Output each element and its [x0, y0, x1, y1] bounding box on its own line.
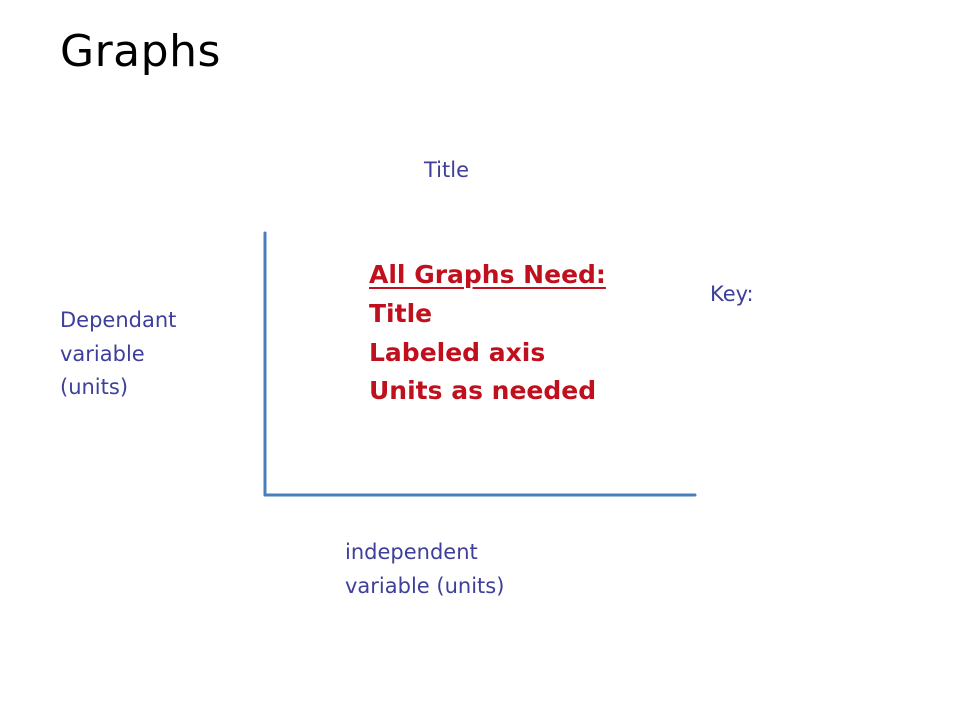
y-axis-label-line: (units): [60, 375, 129, 400]
x-axis-label-line: variable (units): [345, 573, 505, 598]
y-axis-label-line: variable: [60, 341, 145, 366]
graph-title-label: Title: [424, 158, 470, 182]
requirement-item: Labeled axis: [369, 337, 546, 367]
key-label: Key:: [710, 282, 754, 306]
requirements-list: All Graphs Need: Title Labeled axis Unit…: [369, 256, 606, 411]
y-axis-label: Dependant variable (units): [60, 304, 220, 405]
requirement-item: Title: [369, 298, 433, 328]
requirements-heading: All Graphs Need:: [369, 260, 606, 289]
requirement-item: Units as needed: [369, 376, 597, 406]
slide-title: Graphs: [60, 26, 221, 77]
y-axis-label-line: Dependant: [60, 308, 177, 332]
x-axis-label: independent variable (units): [345, 536, 585, 603]
x-axis-label-line: independent: [345, 540, 478, 564]
